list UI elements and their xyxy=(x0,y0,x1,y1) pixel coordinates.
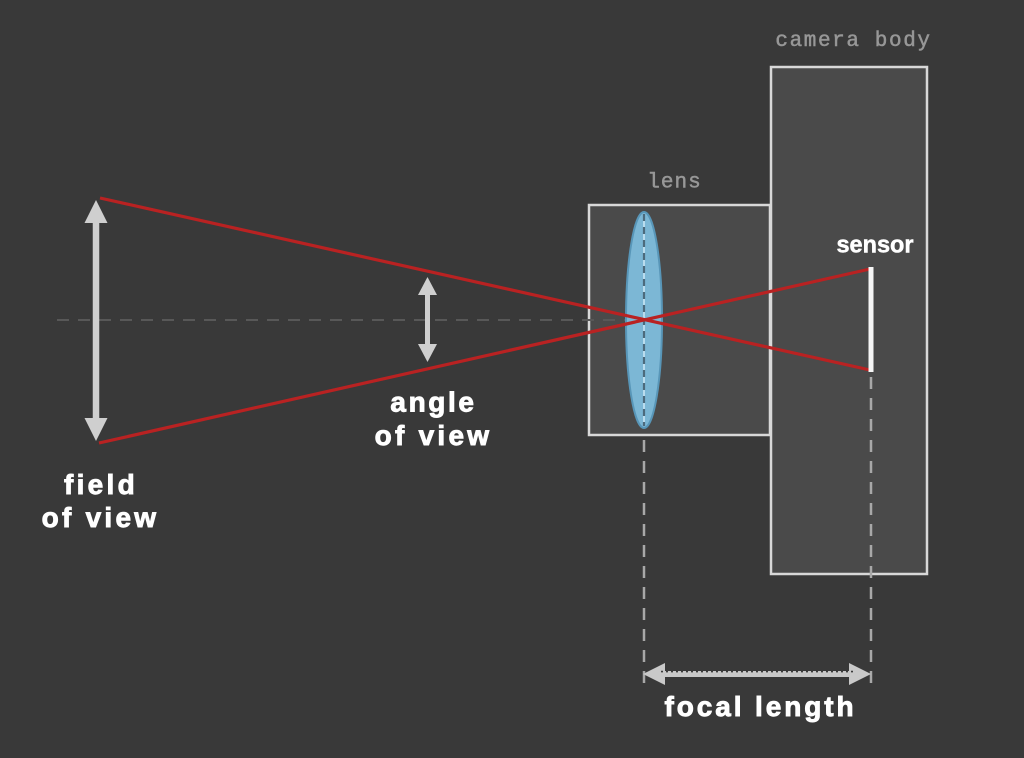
svg-text:sensor: sensor xyxy=(837,232,914,259)
svg-text:of view: of view xyxy=(42,502,160,533)
svg-text:camera body: camera body xyxy=(775,30,931,53)
svg-text:of view: of view xyxy=(375,420,493,451)
svg-text:focal length: focal length xyxy=(665,691,857,722)
svg-text:field: field xyxy=(64,469,138,500)
svg-text:lens: lens xyxy=(647,172,701,195)
svg-text:angle: angle xyxy=(390,387,476,418)
